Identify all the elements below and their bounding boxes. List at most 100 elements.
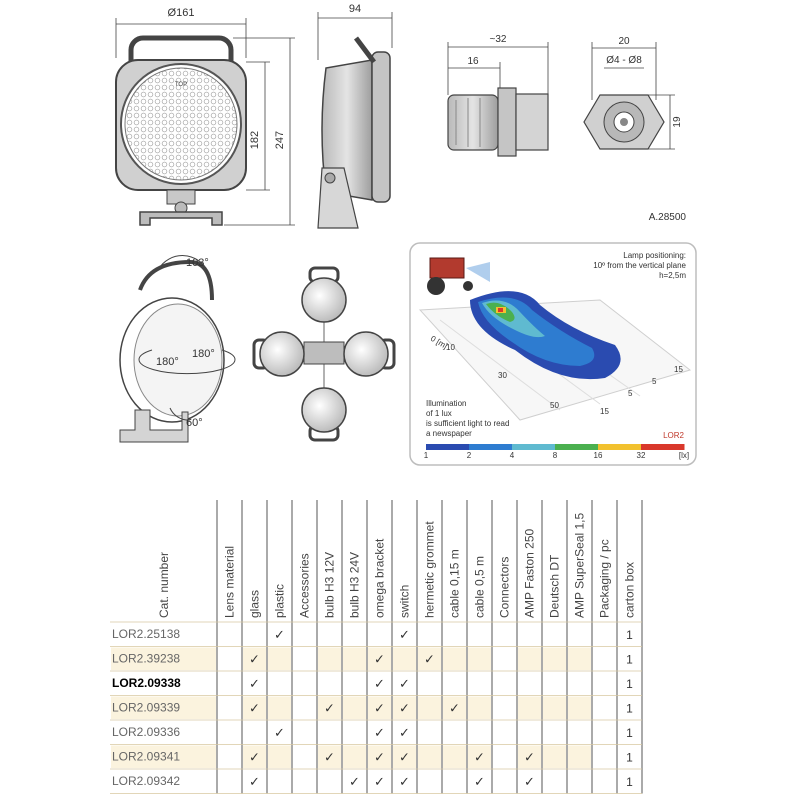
grommet-side-dimensions [447, 42, 549, 95]
header-cat-number: Cat. number [157, 552, 171, 618]
row-shading [568, 647, 591, 670]
cat-number: LOR2.09342 [112, 774, 180, 788]
row-shading [568, 745, 591, 768]
header-group: Accessories [298, 553, 312, 618]
row-shading [518, 647, 541, 670]
check-mark: ✓ [274, 627, 285, 642]
header-column: cable 0,15 m [448, 549, 462, 618]
cat-number: LOR2.09339 [112, 701, 180, 715]
table-row: LOR2.25138 ✓ ✓ 1 [110, 621, 642, 642]
row-shading [468, 696, 491, 719]
mounting-orientations [252, 266, 396, 442]
cat-number: LOR2.39238 [112, 652, 180, 666]
check-mark: ✓ [249, 701, 260, 716]
header-column: hermetic grommet [423, 521, 437, 618]
row-shading [268, 647, 291, 670]
header-column: bulb H3 24V [348, 552, 362, 618]
row-shading [468, 745, 491, 768]
scale-segment [426, 444, 470, 450]
header-group: Packaging / pc [598, 539, 612, 618]
check-mark: ✓ [399, 627, 410, 642]
front-view: TOP [115, 35, 247, 226]
check-mark: ✓ [249, 750, 260, 765]
grommet-cable-range-label: Ø4 - Ø8 [606, 55, 642, 66]
row-shading [268, 696, 291, 719]
drawing-code: A.28500 [649, 212, 687, 223]
check-mark: ✓ [374, 676, 385, 691]
check-mark: ✓ [374, 725, 385, 740]
lateral-tick-3: 5 [628, 389, 633, 398]
grommet-end-dimensions [591, 42, 675, 150]
check-mark: ✓ [249, 652, 260, 667]
row-shading [518, 696, 541, 719]
row-shading [111, 696, 216, 719]
check-mark: ✓ [349, 774, 360, 789]
cat-number: LOR2.09338 [112, 676, 181, 690]
row-shading [268, 745, 291, 768]
check-mark: ✓ [374, 774, 385, 789]
check-mark: ✓ [524, 750, 535, 765]
angle-bottom-label: 60° [186, 417, 203, 429]
row-shading [393, 647, 416, 670]
scale-label: 16 [594, 451, 603, 460]
carton-count: 1 [626, 628, 633, 642]
carton-count: 1 [626, 726, 633, 740]
side-view [317, 36, 391, 229]
angle-rotate-right-label: 180° [192, 348, 215, 360]
technical-drawings: TOP Ø161 182 247 94 [115, 3, 697, 466]
row-shading [568, 696, 591, 719]
check-mark: ✓ [399, 701, 410, 716]
grommet-total-length-label: ~32 [490, 34, 507, 45]
check-mark: ✓ [399, 676, 410, 691]
grommet-thread-length-label: 16 [467, 56, 479, 67]
cat-number: LOR2.09341 [112, 750, 180, 764]
check-mark: ✓ [374, 652, 385, 667]
row-shading [243, 745, 266, 768]
row-shading [368, 696, 391, 719]
check-mark: ✓ [374, 701, 385, 716]
row-shading [318, 696, 341, 719]
rotation-view [119, 255, 236, 443]
row-shading [468, 647, 491, 670]
lateral-tick-2: 5 [652, 377, 657, 386]
tractor-icon [427, 257, 490, 295]
header-column: carton box [623, 562, 637, 618]
scale-segment [598, 444, 642, 450]
top-mark: TOP [175, 82, 187, 88]
row-shading [111, 745, 216, 768]
check-mark: ✓ [524, 774, 535, 789]
angle-rotate-left-label: 180° [156, 356, 179, 368]
carton-count: 1 [626, 653, 633, 667]
table-row: LOR2.09342✓✓✓✓✓✓1 [110, 768, 642, 789]
check-mark: ✓ [474, 774, 485, 789]
row-shading [418, 745, 441, 768]
check-mark: ✓ [249, 676, 260, 691]
distance-tick-3: 50 [550, 401, 559, 410]
model-label: LOR2 [663, 431, 684, 440]
scale-segment [555, 444, 599, 450]
carton-count: 1 [626, 751, 633, 765]
header-column: bulb H3 12V [323, 552, 337, 618]
front-height-inner-label: 182 [249, 131, 261, 149]
header-column: plastic [273, 584, 287, 618]
header-column: glass [248, 590, 262, 618]
scale-label: 1 [424, 451, 429, 460]
row-shading [418, 696, 441, 719]
scale-label: 4 [510, 451, 515, 460]
front-height-total-label: 247 [274, 131, 286, 149]
row-shading [368, 745, 391, 768]
check-mark: ✓ [474, 750, 485, 765]
cat-number: LOR2.09336 [112, 725, 180, 739]
scale-label: 2 [467, 451, 472, 460]
positioning-title: Lamp positioning: [623, 251, 686, 260]
row-shading [243, 696, 266, 719]
row-shading [343, 745, 366, 768]
carton-count: 1 [626, 775, 633, 789]
front-dimensions [115, 18, 295, 226]
table-row: LOR2.09338 ✓ ✓ ✓ 1 [110, 670, 642, 691]
grommet-side-view [447, 87, 549, 157]
cat-number: LOR2.25138 [112, 627, 180, 641]
carton-count: 1 [626, 677, 633, 691]
angle-tilt-label: 103° [186, 257, 209, 269]
check-mark: ✓ [399, 774, 410, 789]
